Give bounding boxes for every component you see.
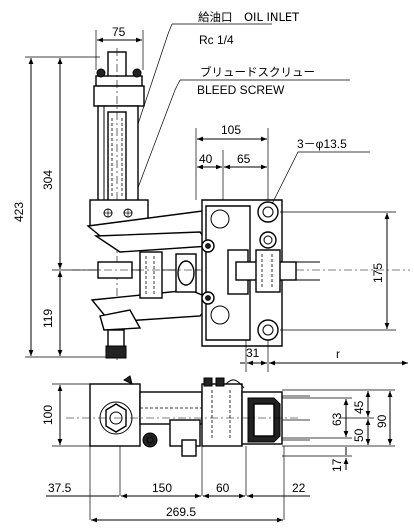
dim-bottom-150: 150 — [152, 481, 172, 495]
dim-side-height: 100 — [41, 405, 55, 425]
dim-right-50: 50 — [352, 428, 366, 442]
oil-inlet-thread: Rc 1/4 — [199, 33, 234, 47]
dim-right-45: 45 — [352, 400, 366, 414]
side-view: 100 45 50 90 — [41, 375, 395, 523]
dim-bottom-37-5: 37.5 — [48, 481, 72, 495]
bleed-screw-jp: ブリュードスクリュー — [200, 65, 315, 79]
dim-bottom-22: 22 — [292, 481, 306, 495]
dim-edge-offset: 31 — [246, 346, 260, 360]
dim-lower-height: 119 — [41, 309, 55, 328]
front-view: 75 給油口 OIL INLET Rc 1/4 ブリュードスクリュー BLEED… — [12, 10, 410, 372]
bleed-screw-en: BLEED SCREW — [197, 83, 285, 97]
oil-inlet-label: 給油口 OIL INLET — [198, 10, 300, 24]
dim-hole-pitch: 175 — [371, 263, 385, 283]
dim-base-width: 105 — [221, 123, 241, 137]
dim-radius: r — [336, 347, 340, 361]
dim-right-63: 63 — [330, 412, 344, 426]
holes-note: 3－φ13.5 — [297, 137, 347, 151]
dim-bottom-60: 60 — [216, 481, 230, 495]
dim-top-width: 75 — [112, 25, 126, 39]
dim-base-left: 40 — [199, 152, 213, 166]
dim-overall-length: 269.5 — [166, 505, 196, 519]
dim-overall-height: 423 — [12, 202, 26, 222]
dim-base-right: 65 — [237, 152, 251, 166]
dim-right-90: 90 — [375, 414, 389, 428]
dim-right-17: 17 — [330, 458, 344, 472]
dim-upper-height: 304 — [41, 170, 55, 190]
